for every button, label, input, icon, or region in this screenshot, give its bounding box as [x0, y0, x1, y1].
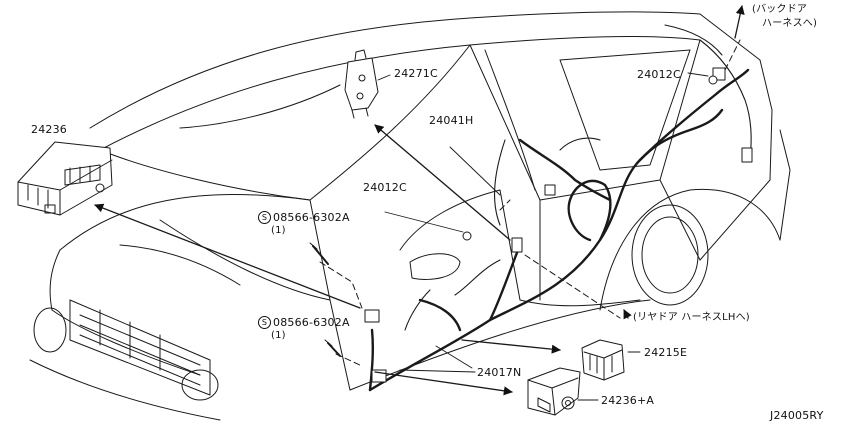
screw-symbol-icon: S — [258, 316, 271, 329]
bolt-spec-upper: S 08566-6302A — [258, 211, 350, 224]
note-back-door-line2: ハーネスへ) — [762, 18, 818, 29]
part-24236-relay-box — [17, 141, 113, 216]
harness-connectors — [364, 67, 753, 383]
bolt-code: 08566-6302A — [273, 315, 350, 329]
note-back-door-line1: (バックドア — [752, 4, 808, 15]
label-24236: 24236 — [31, 123, 67, 136]
label-24012C-top: 24012C — [637, 68, 681, 81]
bolt-lower — [324, 339, 341, 357]
note-rear-door: (リヤドア ハーネスLHへ) — [633, 312, 750, 323]
label-24012C-mid: 24012C — [363, 181, 407, 194]
bolt-qty-upper: (1) — [271, 225, 286, 236]
dashed-guides — [319, 39, 741, 367]
vehicle-body-outline — [29, 11, 791, 421]
leader-arrows — [94, 5, 745, 396]
bolt-upper — [309, 242, 329, 265]
screw-symbol-icon: S — [258, 211, 271, 224]
label-leaders — [377, 72, 709, 401]
label-24215E: 24215E — [644, 346, 688, 359]
label-24236A: 24236+A — [601, 394, 655, 407]
label-24041H: 24041H — [429, 114, 474, 127]
diagram-id: J24005RY — [770, 409, 824, 422]
label-24017N: 24017N — [477, 366, 522, 379]
part-24271C-bracket — [344, 49, 379, 119]
label-24271C: 24271C — [394, 67, 438, 80]
part-24215E-connector — [581, 339, 625, 381]
part-24236A-bracket — [527, 367, 581, 416]
bolt-code: 08566-6302A — [273, 210, 350, 224]
bolt-spec-lower: S 08566-6302A — [258, 316, 350, 329]
harness-branches — [404, 24, 752, 331]
bolt-qty-lower: (1) — [271, 330, 286, 341]
